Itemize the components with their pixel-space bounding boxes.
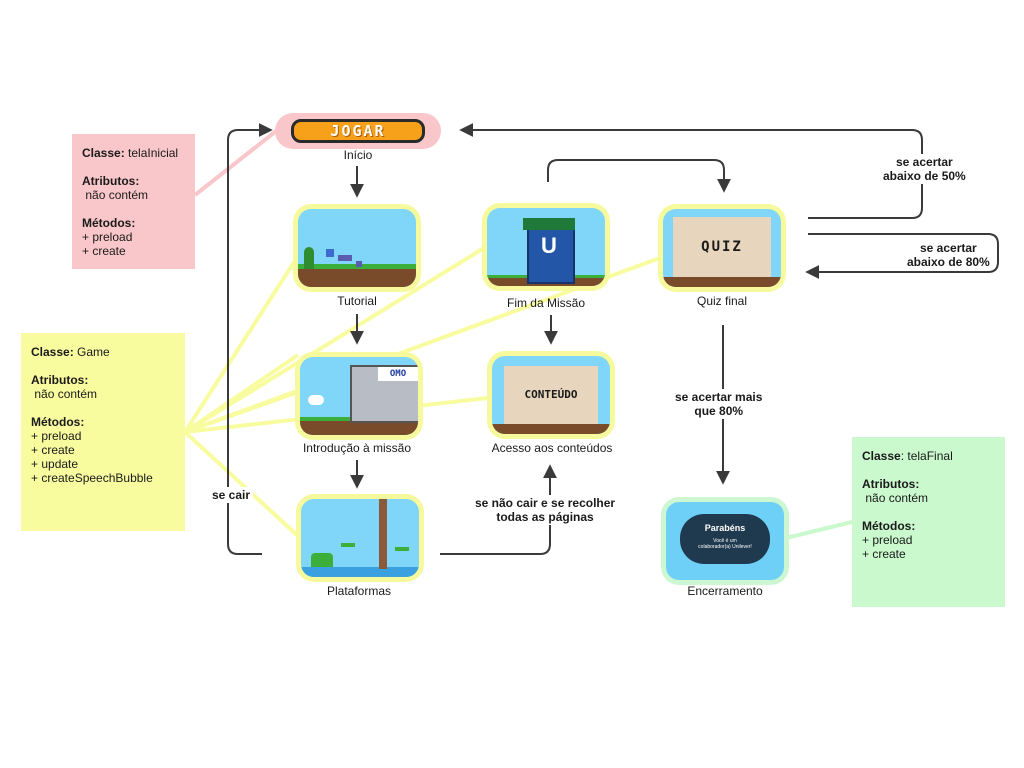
edge-label-line: abaixo de 80%: [907, 255, 990, 269]
connector-telafinal: [785, 520, 853, 540]
methods-label: Métodos:: [82, 216, 136, 230]
edge-label-line: que 80%: [694, 404, 744, 418]
parabens-title: Parabéns: [704, 523, 746, 533]
quiz-screenshot: QUIZ: [663, 209, 781, 287]
plataformas-screenshot: [301, 499, 419, 577]
node-quiz[interactable]: QUIZ: [658, 204, 786, 292]
class-name: : telaFinal: [900, 449, 953, 463]
node-label-acesso: Acesso aos conteúdos: [491, 441, 613, 455]
node-tutorial[interactable]: [293, 204, 421, 292]
method-item: + create: [82, 244, 126, 258]
class-name: telaInicial: [128, 146, 179, 160]
fim-missao-screenshot: U: [487, 208, 605, 286]
method-item: + createSpeechBubble: [31, 471, 153, 485]
method-item: + update: [31, 457, 79, 471]
node-introducao[interactable]: OMO: [295, 352, 423, 440]
edge-label-line: abaixo de 50%: [883, 169, 966, 183]
edge-label-line: todas as páginas: [496, 510, 594, 524]
acesso-screenshot: CONTEÚDO: [492, 356, 610, 434]
encerramento-screenshot: Parabéns Você é um colaborador(a) Unilev…: [666, 502, 784, 580]
attributes-label: Atributos:: [31, 373, 89, 387]
class-label: Classe:: [82, 146, 125, 160]
edge-label-line: se acertar mais: [675, 390, 763, 404]
class-label: Classe: [862, 449, 901, 463]
unilever-logo-icon: U: [541, 233, 557, 258]
conteudo-card-text: CONTEÚDO: [524, 388, 578, 401]
node-acesso[interactable]: CONTEÚDO: [487, 351, 615, 439]
node-label-plataformas: Plataformas: [326, 584, 392, 598]
edge-label-line: se acertar: [896, 155, 953, 169]
node-label-tutorial: Tutorial: [337, 294, 377, 308]
edge-label-line: se não cair e se recolher: [475, 496, 616, 510]
node-label-encerramento: Encerramento: [687, 584, 763, 598]
node-plataformas[interactable]: [296, 494, 424, 582]
tutorial-screenshot: [298, 209, 416, 287]
node-label-inicio: Início: [343, 148, 373, 162]
quiz-card: QUIZ: [673, 217, 771, 277]
edge-label-nao-cair: se não cair e se recolher todas as págin…: [472, 495, 619, 525]
play-button[interactable]: JOGAR: [291, 119, 425, 143]
edge-label-line: se acertar: [920, 241, 977, 255]
conteudo-card: CONTEÚDO: [504, 366, 598, 424]
play-button-label: JOGAR: [330, 122, 386, 140]
quiz-card-text: QUIZ: [701, 239, 743, 255]
attributes-value: não contém: [34, 387, 98, 401]
attributes-label: Atributos:: [82, 174, 140, 188]
methods-label: Métodos:: [31, 415, 85, 429]
class-note-game: Classe: Game Atributos: não contém Métod…: [21, 333, 185, 531]
method-item: + preload: [862, 533, 913, 547]
class-label: Classe:: [31, 345, 74, 359]
attributes-value: não contém: [865, 491, 929, 505]
edge-label-abaixo-80: se acertar abaixo de 80%: [904, 240, 993, 270]
methods-label: Métodos:: [862, 519, 916, 533]
edge-label-se-cair: se cair: [209, 487, 254, 503]
edge-label-abaixo-50: se acertar abaixo de 50%: [880, 154, 969, 184]
attributes-label: Atributos:: [862, 477, 920, 491]
method-item: + create: [31, 443, 75, 457]
class-name: Game: [77, 345, 110, 359]
omo-sign-text: OMO: [389, 369, 407, 379]
node-label-quiz: Quiz final: [696, 294, 748, 308]
method-item: + preload: [31, 429, 82, 443]
introducao-screenshot: OMO: [300, 357, 418, 435]
node-label-fim-missao: Fim da Missão: [506, 296, 586, 310]
node-encerramento[interactable]: Parabéns Você é um colaborador(a) Unilev…: [661, 497, 789, 585]
connector-telainicial: [193, 126, 282, 197]
omo-sign: OMO: [378, 367, 418, 381]
parabens-subtitle: Você é um colaborador(a) Unilever!: [698, 538, 752, 550]
node-fim-missao[interactable]: U: [482, 203, 610, 291]
node-inicio[interactable]: JOGAR: [275, 113, 441, 149]
class-note-telafinal: Classe: telaFinal Atributos: não contém …: [852, 437, 1005, 607]
method-item: + create: [862, 547, 906, 561]
node-label-introducao: Introdução à missão: [302, 441, 412, 455]
method-item: + preload: [82, 230, 133, 244]
edge-label-mais-80: se acertar mais que 80%: [672, 389, 766, 419]
parabens-card: Parabéns Você é um colaborador(a) Unilev…: [680, 514, 770, 564]
class-note-telainicial: Classe: telaInicial Atributos: não conté…: [72, 134, 195, 269]
attributes-value: não contém: [85, 188, 149, 202]
